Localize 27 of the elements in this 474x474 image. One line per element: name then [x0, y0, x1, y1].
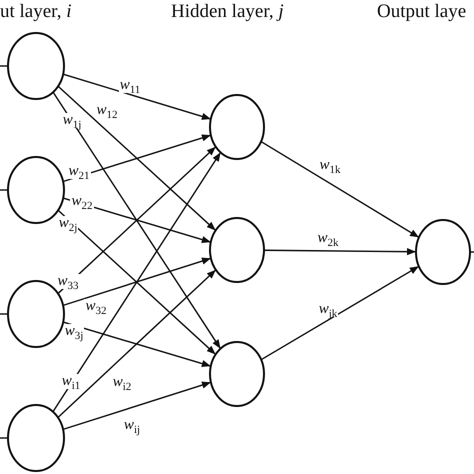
- arrow: [260, 140, 420, 238]
- arrow: [57, 269, 216, 418]
- arrow: [52, 92, 222, 350]
- circle-node: [209, 94, 265, 160]
- arrow: [58, 86, 216, 231]
- arrow: [62, 134, 212, 182]
- arrow: [62, 197, 212, 244]
- edge-label: w$_{i1}$: [60, 374, 82, 388]
- circle-node: [7, 32, 65, 100]
- layer-title: Hidden layer, j: [171, 2, 284, 22]
- arrow: [62, 258, 212, 306]
- arrow: [58, 146, 216, 294]
- circle-node: [209, 217, 265, 283]
- arrow: [264, 248, 416, 256]
- edge-label: w$_{32}$: [84, 298, 108, 314]
- circle-node: [7, 404, 65, 472]
- arrow: [58, 210, 216, 355]
- edge-label: w$_{33}$: [56, 274, 80, 288]
- arrow: [260, 266, 420, 360]
- circle-node: [209, 341, 265, 407]
- layer-title: ut layer, i: [0, 2, 72, 22]
- circle-node: [415, 219, 471, 285]
- layer-title: Output laye: [377, 2, 466, 22]
- arrow: [62, 382, 212, 430]
- arrow: [62, 321, 212, 368]
- arrow: [62, 74, 212, 120]
- arrow: [52, 152, 222, 412]
